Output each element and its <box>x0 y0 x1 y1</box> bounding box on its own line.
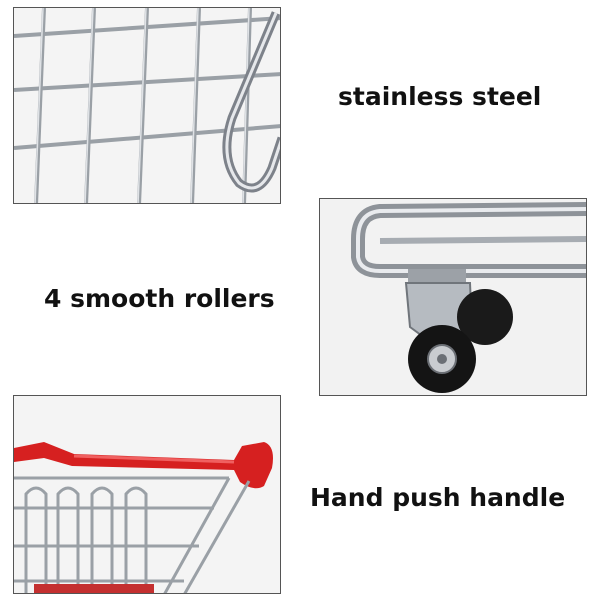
caption-hand-push-handle: Hand push handle <box>310 483 566 512</box>
caster-wheel-photo-icon <box>320 199 586 395</box>
stainless-steel-photo <box>13 7 281 204</box>
wire-basket-photo-icon <box>14 8 280 203</box>
caption-stainless-steel: stainless steel <box>338 82 542 111</box>
push-handle-photo <box>13 395 281 594</box>
red-handle-photo-icon <box>14 396 280 593</box>
rollers-photo <box>319 198 587 396</box>
caption-smooth-rollers: 4 smooth rollers <box>44 284 275 313</box>
